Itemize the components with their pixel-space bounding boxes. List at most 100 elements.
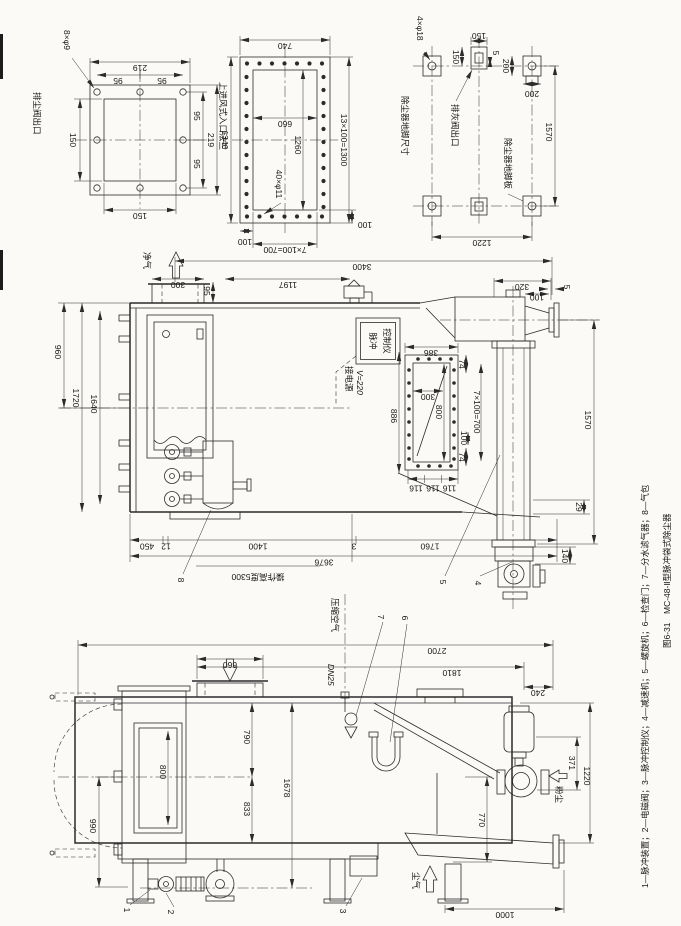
dim-5: 5 [562,285,572,290]
dim-1220: 1220 [582,767,592,786]
dim-1720: 1720 [71,389,81,408]
dim-300-door: 300 [421,392,435,402]
label-dusty-air: 尘气 [411,872,421,890]
view-title: 上进风式入口法兰 [218,82,228,150]
dim-3: 3 [351,542,356,552]
view-side-elevation: 净气 脉冲 控制仪 接电源 V=220 [53,251,600,612]
dim-1340: 1340 [220,131,230,150]
callout-5: 5 [438,580,448,585]
dim-1300: 13×100=1300 [339,114,349,167]
dim-2700: 2700 [427,646,446,656]
dim-5: 5 [491,51,501,56]
dim-95: 95 [202,286,212,296]
dim-116b: 116 [426,484,440,494]
dim-300: 300 [171,280,185,290]
technical-drawing: 排尘阀出口 8×φ9 219 95 95 150 95 95 [0,16,672,920]
figure-legend: 1—脉冲装置；2—电磁阀；3—脉冲控制仪；4—减速机；5—螺旋机；6—检查门；7… [640,484,650,888]
dim-1260: 1260 [293,136,303,155]
callout-7: 7 [376,615,386,620]
label-controller-2: 控制仪 [382,328,392,354]
dim-100-left: 100 [238,237,252,247]
callout-3: 3 [338,909,348,914]
ash-valve-outlets [470,46,488,216]
dim-800: 800 [434,405,444,419]
dim-219-right: 219 [206,133,216,147]
dim-200-side: 200 [501,59,511,73]
foot-plates [422,55,542,217]
dim-1197: 1197 [279,280,298,290]
label-controller-1: 脉冲 [368,332,378,349]
view-foundation-plan: 除尘器地脚尺寸 4×φ18 150 150 5 200 [400,16,559,248]
view-dust-valve-flange: 排尘阀出口 8×φ9 219 95 95 150 95 95 [32,30,221,221]
dusty-air-arrow-icon [422,865,438,893]
dim-holes: 8×φ9 [62,30,72,50]
callout-1: 1 [122,908,132,913]
dim-1000: 1000 [495,910,514,920]
dim-3400: 3400 [352,262,371,272]
dim-660: 660 [223,660,237,670]
dim-1570: 1570 [583,411,593,430]
dim-100-right: 100 [358,220,372,230]
inlet-dimensions: 740 1340 660 1260 13×100=1300 40×φ11 100… [220,36,372,255]
dim-116a: 116 [409,484,423,494]
dim-150-top: 150 [472,31,486,41]
label-clean-air: 净气 [142,252,152,270]
figure-caption: 1—脉冲装置；2—电磁阀；3—脉冲控制仪；4—减速机；5—螺旋机；6—检查门；7… [640,484,672,888]
dim-1678: 1678 [282,779,292,798]
front-right-dimensions: 371 1220 770 1000 [444,702,594,920]
pulse-device [147,859,235,902]
label-dn25: DN25 [326,664,336,686]
dim-800: 800 [158,765,168,779]
foundation-dimensions: 4×φ18 150 150 5 200 200 1570 1220 [415,16,559,248]
callout-4: 4 [473,581,483,586]
dim-1760: 1760 [420,542,439,552]
controller-front [349,855,378,877]
dim-200-bottom: 200 [525,89,539,99]
dim-219-top: 219 [133,63,147,73]
dim-74-bottom: 74 [457,452,467,462]
dim-150-left: 150 [68,133,78,147]
dim-holes: 40×φ11 [274,170,284,199]
label-foot-plate: 除尘器地脚板 [503,138,513,190]
figure-title: 图6-31 MC-48-Ⅱ型脉冲袋式除尘器 [662,513,672,648]
pulse-controller-box [335,317,401,406]
dim-770: 770 [477,813,487,827]
dim-95c: 95 [192,111,202,121]
screw-drive-motor [496,705,550,798]
dim-660: 660 [278,119,292,129]
label-power: 接电源 [344,366,354,392]
dim-150-bottom: 150 [133,211,147,221]
dim-386: 386 [424,348,438,358]
side-callouts: 8 5 4 [176,454,513,586]
front-left-dimensions: 990 790 833 1678 [88,703,295,888]
air-reservoir [169,440,252,520]
dim-1400: 1400 [248,542,267,552]
flange-dimensions: 8×φ9 219 95 95 150 95 95 219 150 [62,30,221,221]
dust-arrow-icon [548,769,568,783]
front-callouts: 1 2 3 7 6 [122,615,410,915]
dim-833: 833 [242,802,252,816]
clean-air-outlet [148,251,210,304]
dim-960: 960 [53,345,63,359]
dim-29: 29 [574,502,584,512]
flow-arrow-up-icon [168,251,184,279]
dim-95a: 95 [113,76,123,86]
dim-371: 371 [567,756,577,770]
dim-700: 7×100=700 [263,245,306,255]
scan-artifact [0,34,3,79]
pulse-valves [164,444,203,507]
note-operating-height: 操作高度5300 [231,572,284,582]
dim-1810: 1810 [442,668,461,678]
dim-100-top: 100 [530,293,544,303]
label-voltage: V=220 [355,370,365,395]
dim-3676: 3676 [314,558,333,568]
front-top-dimensions: 2700 1810 240 660 [77,640,554,698]
screw-conveyor [491,286,536,612]
callout-2: 2 [166,910,176,915]
dim-95b: 95 [157,76,167,86]
callout-6: 6 [400,616,410,621]
inspection-door-flange [404,354,459,471]
front-door-column: 800 [49,685,191,864]
dim-116c: 116 [442,484,456,494]
